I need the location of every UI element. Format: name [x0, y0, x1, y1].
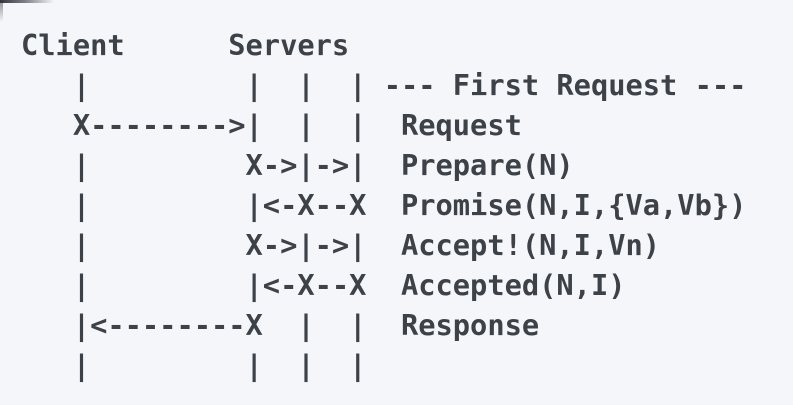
video-artifact-top-left [0, 0, 54, 3]
video-artifact-left-edge [0, 0, 3, 22]
diagram-request-line: X-------->| | | Request [21, 108, 522, 142]
diagram-accept-line: | X->|->| Accept!(N,I,Vn) [21, 228, 661, 262]
diagram-header-line: Client Servers [21, 28, 350, 62]
diagram-phase-line: | | | | --- First Request --- [21, 68, 747, 102]
diagram-promise-line: | |<-X--X Promise(N,I,{Va,Vb}) [21, 188, 747, 222]
diagram-accepted-line: | |<-X--X Accepted(N,I) [21, 268, 626, 302]
diagram-prepare-line: | X->|->| Prepare(N) [21, 148, 574, 182]
diagram-lane-trailer-line: | | | | [21, 348, 367, 382]
diagram-response-line: |<--------X | | Response [21, 308, 540, 342]
paxos-sequence-diagram: Client Servers | | | | --- First Request… [21, 25, 746, 385]
